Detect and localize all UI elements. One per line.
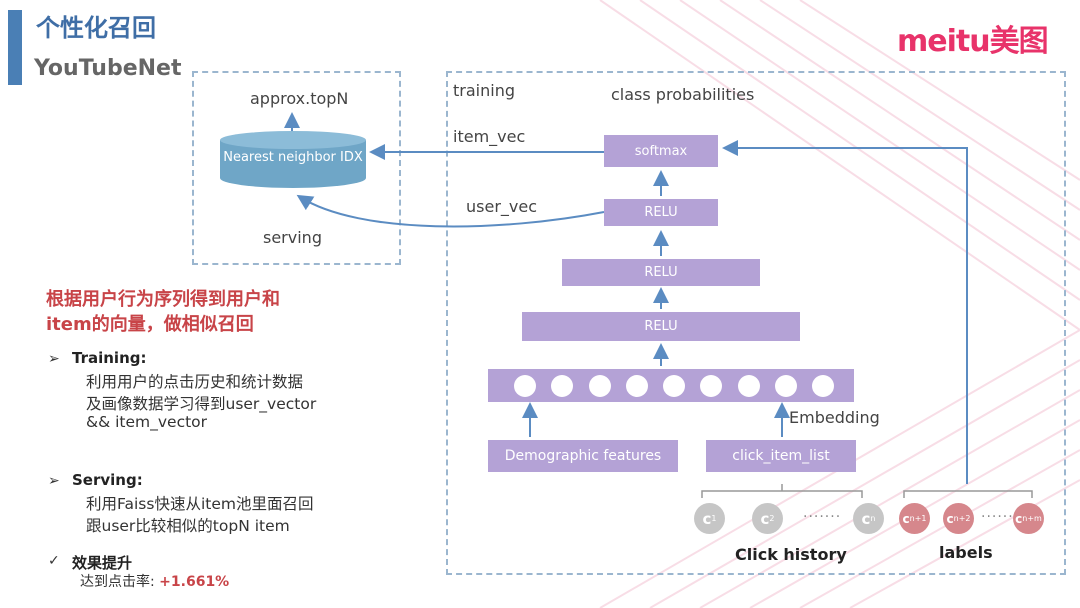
embedding-label: Embedding: [789, 408, 880, 427]
embedding-node: [775, 375, 797, 397]
serving-line: 跟user比较相似的topN item: [86, 517, 290, 535]
training-line: 利用用户的点击历史和统计数据: [86, 373, 304, 391]
relu-layer-middle: RELU: [562, 259, 760, 286]
embedding-node: [812, 375, 834, 397]
user-vec-label: user_vec: [466, 197, 538, 216]
relu-layer-top: RELU: [604, 199, 718, 226]
relu-layer-bottom: RELU: [522, 312, 800, 341]
embedding-node: [663, 375, 685, 397]
slide-subtitle: YouTubeNet: [34, 56, 182, 81]
approx-topn-label: approx.topN: [250, 89, 349, 108]
serving-heading: Serving:: [72, 471, 143, 489]
serving-box: [192, 71, 401, 265]
training-heading: Training:: [72, 349, 147, 367]
click-chip-ellipsis: ·······: [803, 509, 842, 525]
embedding-node: [589, 375, 611, 397]
summary-heading-line2: item的向量，做相似召回: [46, 314, 254, 335]
slide-title: 个性化召回: [36, 14, 156, 42]
labels-label: labels: [939, 543, 993, 562]
training-line: 及画像数据学习得到user_vector: [86, 395, 317, 413]
arrow-bullet-icon: ➢: [48, 473, 60, 489]
effect-text: 达到点击率:: [80, 574, 160, 590]
database-icon: [220, 131, 366, 188]
item-vec-label: item_vec: [453, 127, 526, 146]
serving-label: serving: [263, 228, 322, 247]
softmax-layer: softmax: [604, 135, 718, 167]
training-line: && item_vector: [86, 413, 208, 431]
summary-heading-line1: 根据用户行为序列得到用户和: [46, 289, 280, 310]
click-item-list-box: click_item_list: [706, 440, 856, 472]
embedding-node: [514, 375, 536, 397]
embedding-circles: [514, 375, 834, 397]
training-label: training: [453, 81, 515, 100]
nearest-neighbor-label: Nearest neighbor IDX: [223, 150, 363, 165]
accent-bar: [8, 10, 22, 85]
training-box: [446, 71, 1066, 575]
label-chip-ellipsis: ·······: [981, 509, 1020, 525]
embedding-node: [626, 375, 648, 397]
effect-heading: 效果提升: [72, 554, 133, 572]
brand-logo: meitu美图: [897, 24, 1049, 59]
click-history-label: Click history: [735, 545, 847, 564]
demographic-features-box: Demographic features: [488, 440, 678, 472]
embedding-node: [551, 375, 573, 397]
embedding-node: [738, 375, 760, 397]
class-probabilities-label: class probabilities: [611, 85, 755, 104]
effect-value: +1.661%: [159, 574, 230, 590]
embedding-node: [700, 375, 722, 397]
effect-line: 达到点击率: +1.661%: [80, 571, 229, 591]
arrow-bullet-icon: ➢: [48, 351, 60, 367]
check-icon: ✓: [48, 553, 60, 569]
serving-line: 利用Faiss快速从item池里面召回: [86, 495, 314, 513]
